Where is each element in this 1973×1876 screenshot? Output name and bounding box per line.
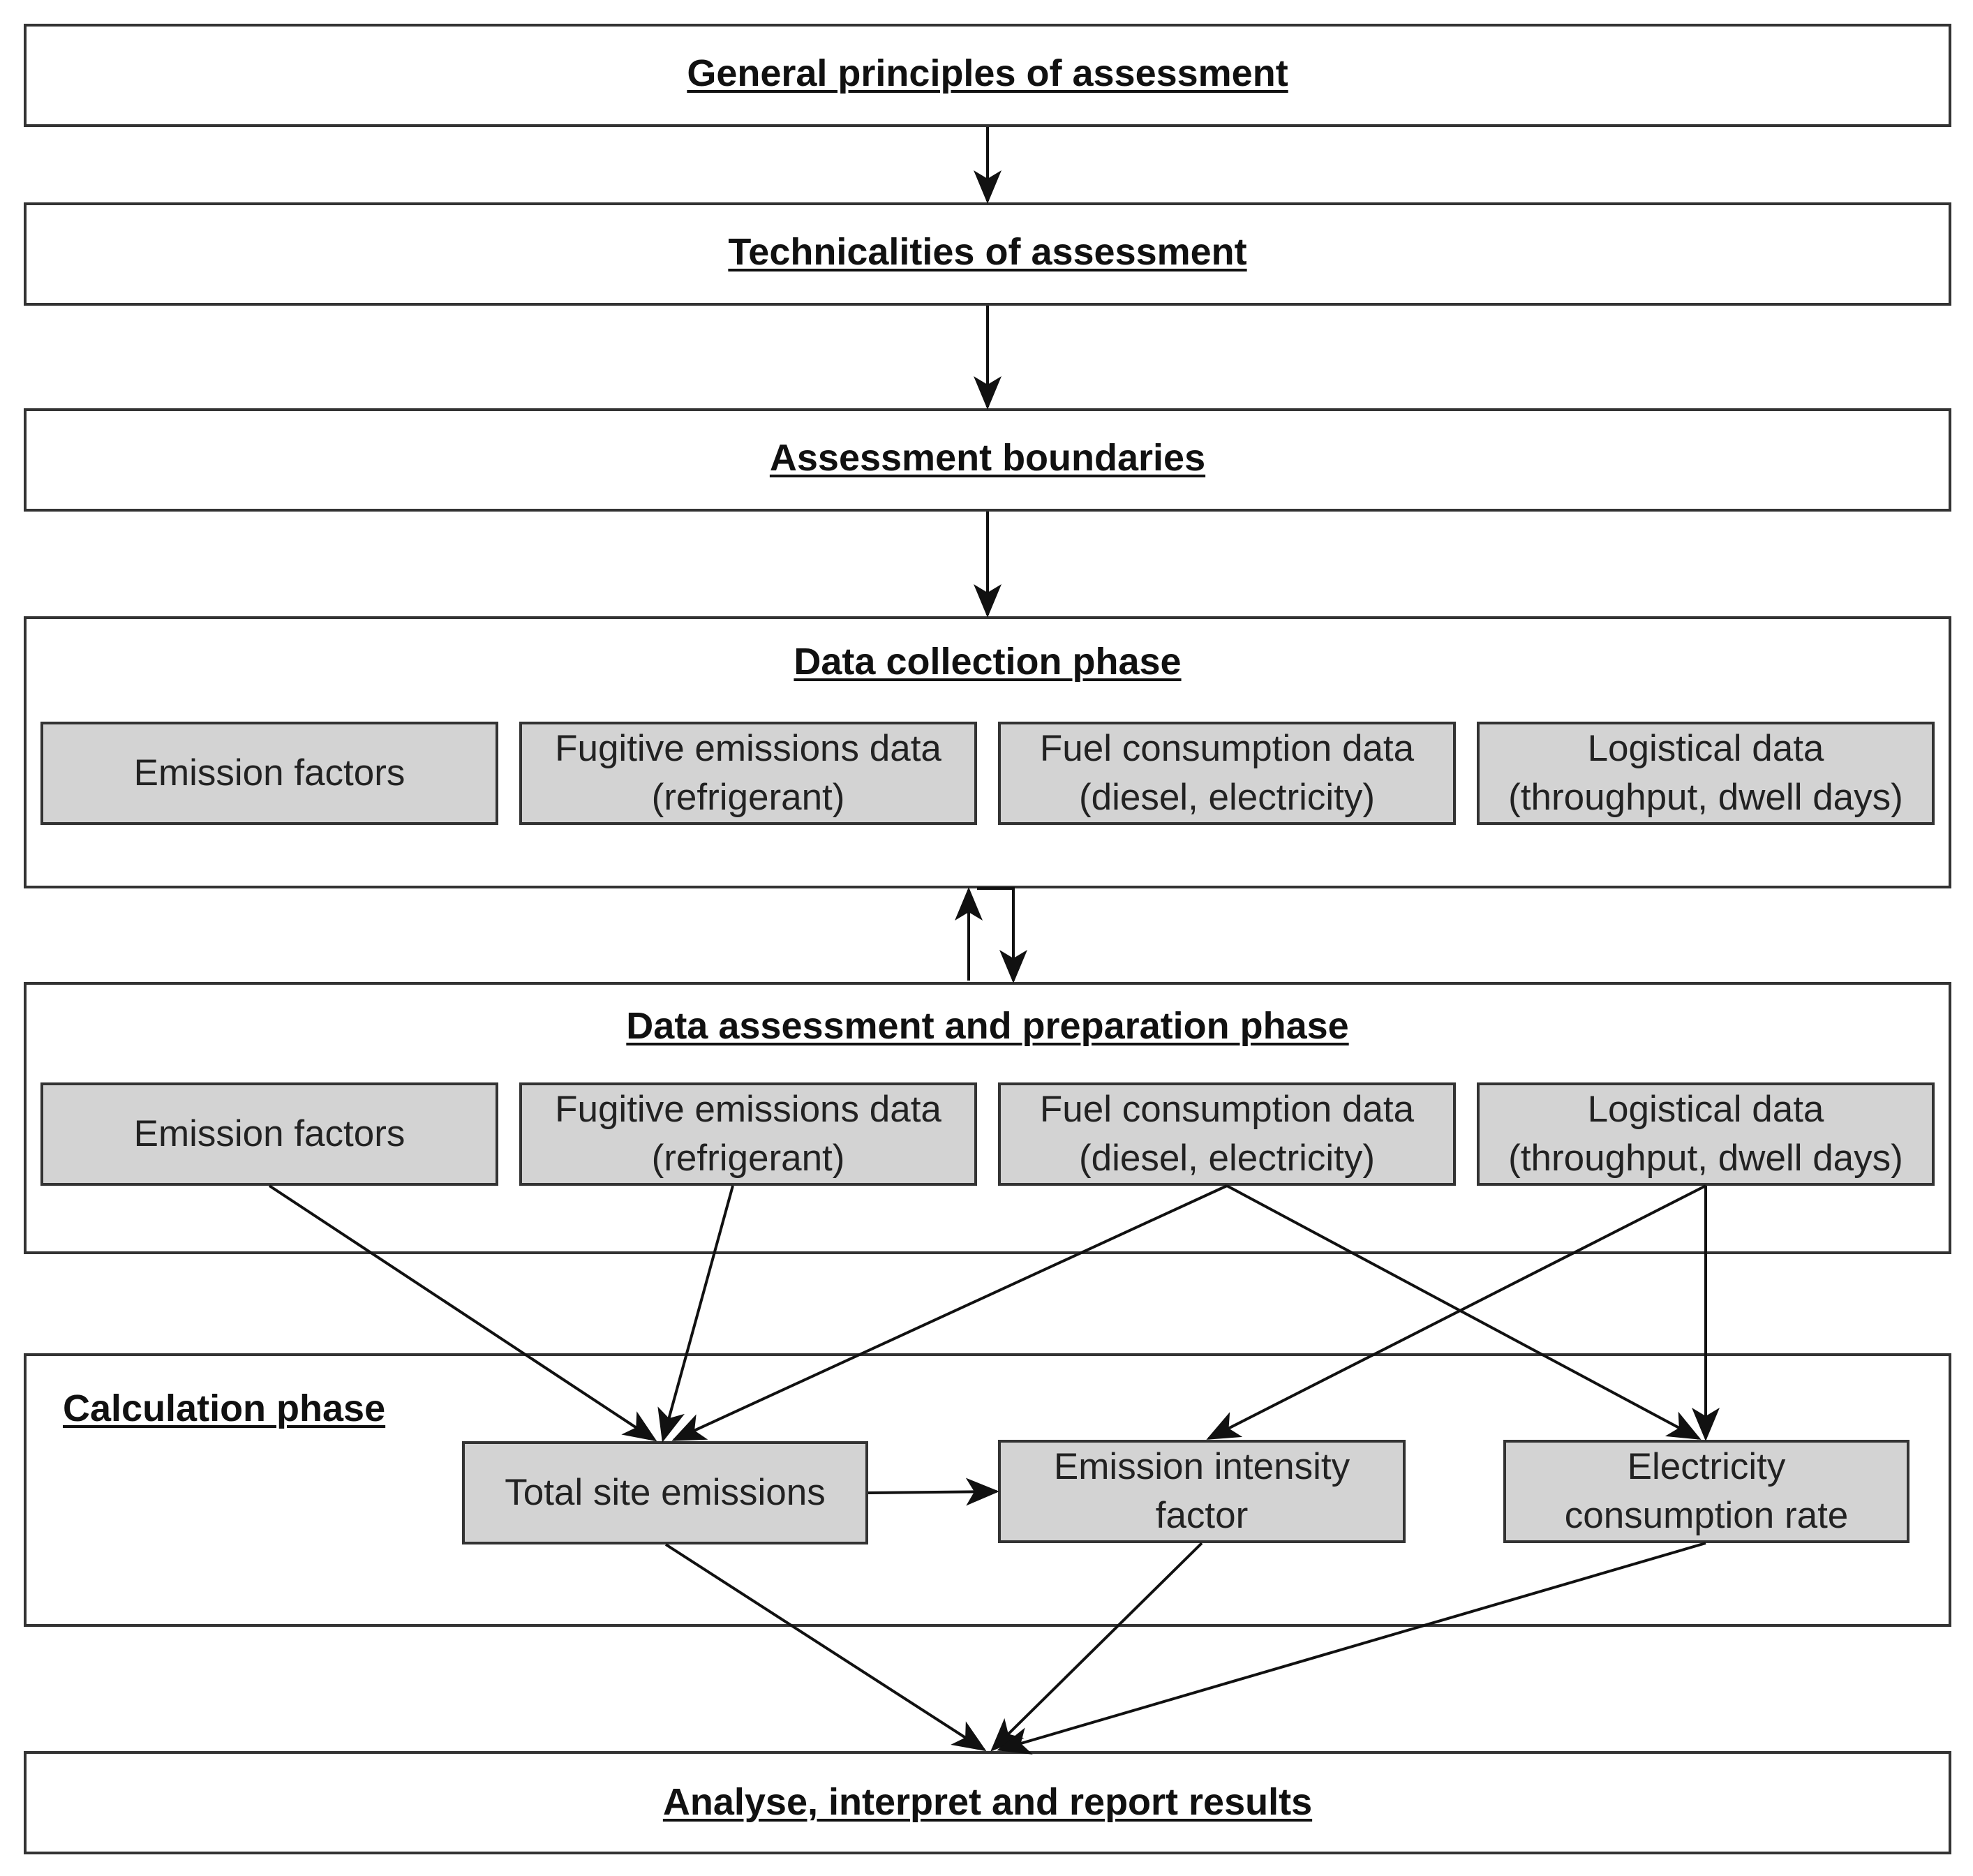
- stage-general-principles: General principles of assessment: [24, 24, 1951, 127]
- collection-fuel-consumption: Fuel consumption data (diesel, electrici…: [998, 722, 1456, 825]
- data-preparation-phase-title: Data assessment and preparation phase: [626, 1005, 1349, 1047]
- preparation-fuel-consumption: Fuel consumption data (diesel, electrici…: [998, 1082, 1456, 1186]
- preparation-emission-factors: Emission factors: [40, 1082, 498, 1186]
- electricity-consumption-rate: Electricity consumption rate: [1503, 1440, 1909, 1543]
- preparation-fugitive-emissions-label: Fugitive emissions data (refrigerant): [555, 1089, 941, 1179]
- total-site-emissions-label: Total site emissions: [505, 1472, 826, 1513]
- emission-intensity-factor: Emission intensity factor: [998, 1440, 1406, 1543]
- data-collection-phase-title: Data collection phase: [794, 641, 1182, 683]
- collection-fugitive-emissions: Fugitive emissions data (refrigerant): [519, 722, 977, 825]
- electricity-consumption-rate-label: Electricity consumption rate: [1564, 1446, 1849, 1536]
- emission-intensity-factor-label: Emission intensity factor: [1053, 1446, 1350, 1536]
- stage-technicalities-title: Technicalities of assessment: [728, 231, 1247, 273]
- stage-technicalities: Technicalities of assessment: [24, 202, 1951, 306]
- preparation-fugitive-emissions: Fugitive emissions data (refrigerant): [519, 1082, 977, 1186]
- stage-analyse-results: Analyse, interpret and report results: [24, 1751, 1951, 1854]
- calculation-phase-title: Calculation phase: [63, 1387, 386, 1429]
- total-site-emissions: Total site emissions: [462, 1441, 868, 1544]
- arrow-collection-to-preparation: [977, 887, 1027, 983]
- collection-logistical-data-label: Logistical data (throughput, dwell days): [1508, 728, 1903, 818]
- collection-emission-factors: Emission factors: [40, 722, 498, 825]
- preparation-logistical-data: Logistical data (throughput, dwell days): [1477, 1082, 1935, 1186]
- preparation-emission-factors-label: Emission factors: [133, 1113, 405, 1154]
- stage-general-principles-title: General principles of assessment: [687, 52, 1288, 94]
- collection-fuel-consumption-label: Fuel consumption data (diesel, electrici…: [1039, 728, 1415, 818]
- stage-boundaries: Assessment boundaries: [24, 408, 1951, 512]
- collection-fugitive-emissions-label: Fugitive emissions data (refrigerant): [555, 728, 941, 818]
- stage-boundaries-title: Assessment boundaries: [769, 437, 1206, 479]
- stage-analyse-results-title: Analyse, interpret and report results: [662, 1781, 1313, 1823]
- collection-logistical-data: Logistical data (throughput, dwell days): [1477, 722, 1935, 825]
- collection-emission-factors-label: Emission factors: [133, 752, 405, 794]
- preparation-logistical-data-label: Logistical data (throughput, dwell days): [1508, 1089, 1903, 1179]
- preparation-fuel-consumption-label: Fuel consumption data (diesel, electrici…: [1039, 1089, 1415, 1179]
